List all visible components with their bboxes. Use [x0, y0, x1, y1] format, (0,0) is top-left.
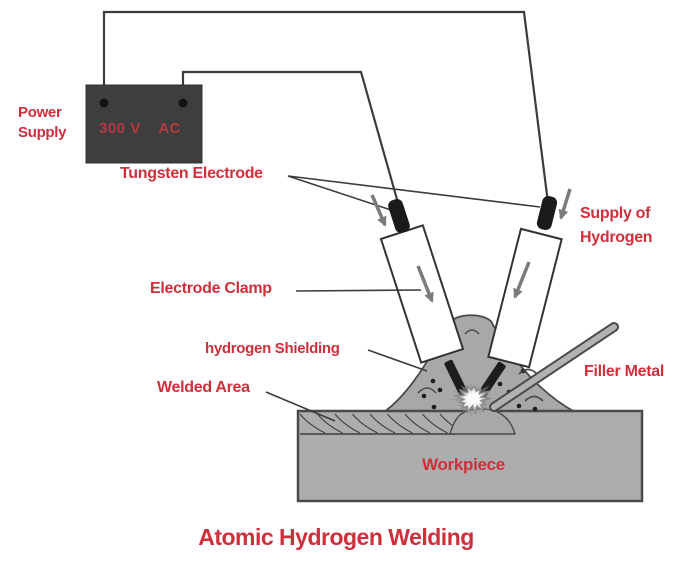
welded-area-leader: [265, 391, 336, 422]
electrode-clamp-label: Electrode Clamp: [150, 280, 272, 297]
electrode-cap-left: [388, 199, 410, 233]
filler-metal-rod: [489, 322, 619, 412]
current-type-value: AC: [158, 120, 181, 137]
workpiece-label: Workpiece: [422, 455, 505, 474]
terminal-left: [99, 98, 109, 108]
hydrogen-shielding-label: hydrogen Shielding: [205, 340, 340, 357]
diagram-title: Atomic Hydrogen Welding: [198, 524, 474, 550]
hydrogen-arrow-outer-right: [558, 188, 572, 220]
voltage-value: 300 V: [99, 120, 141, 137]
hydrogen-arrow-inner-right: [513, 261, 531, 299]
hydrogen-arrow-outer-left: [370, 194, 387, 227]
welded-area-label: Welded Area: [157, 379, 250, 396]
arc-spark: [449, 383, 494, 417]
wire-right-terminal-to-left-electrode: [181, 70, 400, 204]
power-supply-rating: 300 V AC: [99, 120, 181, 138]
electrode-cap-right: [536, 195, 558, 231]
tungsten-electrode-leader-left: [287, 175, 398, 213]
supply-of-hydrogen-label: Supply of Hydrogen: [580, 205, 653, 246]
tungsten-electrode-label: Tungsten Electrode: [120, 165, 263, 182]
power-supply-label: Power Supply: [18, 104, 67, 141]
terminal-right: [178, 98, 188, 108]
gas-curl-marks: [417, 329, 544, 402]
tungsten-tip-left: [444, 359, 470, 401]
filler-metal-label: Filler Metal: [584, 363, 664, 380]
hydrogen-shielding-leader: [367, 349, 428, 372]
hydrogen-flow-arrows: [370, 188, 572, 303]
hydrogen-arrow-inner-left: [416, 265, 434, 303]
electrode-clamp-leader: [295, 289, 422, 292]
tungsten-electrode-leader-right: [287, 175, 541, 208]
electrode-holder-right: [487, 227, 563, 369]
power-supply-box: [85, 84, 203, 164]
wire-left-terminal-to-right-electrode: [102, 10, 550, 204]
electrode-holder-left: [379, 224, 465, 364]
